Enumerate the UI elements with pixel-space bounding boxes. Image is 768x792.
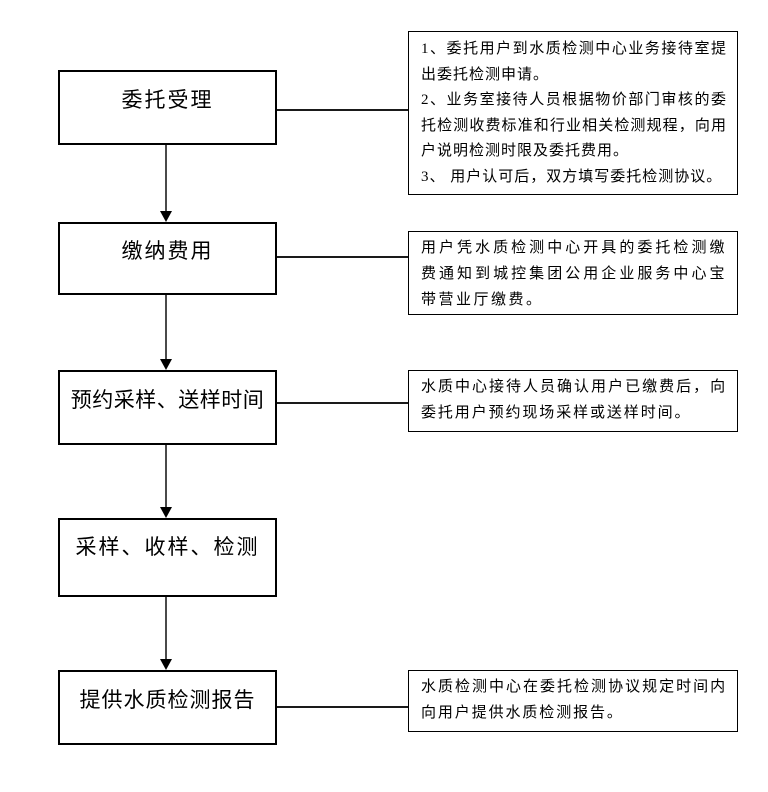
note-item: 1、委托用户到水质检测中心业务接待室提出委托检测申请。 bbox=[421, 41, 727, 83]
down-arrow-head-icon bbox=[160, 507, 172, 518]
note-text: 水质检测中心在委托检测协议规定时间内向用户提供水质检测报告。 bbox=[421, 679, 727, 721]
down-arrow-head-icon bbox=[160, 659, 172, 670]
note-text: 水质中心接待人员确认用户已缴费后，向委托用户预约现场采样或送样时间。 bbox=[421, 379, 727, 421]
step-label: 缴纳费用 bbox=[121, 239, 214, 263]
down-arrow-line-2 bbox=[165, 295, 167, 359]
connector-step3-note3 bbox=[277, 402, 408, 404]
down-arrow-head-icon bbox=[160, 211, 172, 222]
step-commission-acceptance: 委托受理 bbox=[58, 70, 277, 145]
step-pay-fees: 缴纳费用 bbox=[58, 222, 277, 295]
step-label: 预约采样、送样时间 bbox=[70, 388, 265, 412]
down-arrow-line-4 bbox=[165, 597, 167, 659]
down-arrow-line-3 bbox=[165, 445, 167, 507]
connector-step1-note1 bbox=[277, 109, 408, 111]
note-schedule-details: 水质中心接待人员确认用户已缴费后，向委托用户预约现场采样或送样时间。 bbox=[408, 370, 738, 432]
note-commission-details: 1、委托用户到水质检测中心业务接待室提出委托检测申请。 2、业务室接待人员根据物… bbox=[408, 31, 738, 195]
note-item: 2、业务室接待人员根据物价部门审核的委托检测收费标准和行业相关检测规程，向用户说… bbox=[421, 92, 727, 159]
down-arrow-head-icon bbox=[160, 359, 172, 370]
connector-step5-note4 bbox=[277, 706, 408, 708]
step-label: 提供水质检测报告 bbox=[79, 688, 256, 712]
note-payment-details: 用户凭水质检测中心开具的委托检测缴费通知到城控集团公用企业服务中心宝带营业厅缴费… bbox=[408, 231, 738, 315]
note-item: 3、 用户认可后，双方填写委托检测协议。 bbox=[421, 168, 723, 185]
down-arrow-line-1 bbox=[165, 145, 167, 211]
note-report-details: 水质检测中心在委托检测协议规定时间内向用户提供水质检测报告。 bbox=[408, 670, 738, 732]
note-text: 用户凭水质检测中心开具的委托检测缴费通知到城控集团公用企业服务中心宝带营业厅缴费… bbox=[421, 240, 727, 308]
step-label: 采样、收样、检测 bbox=[75, 534, 260, 559]
step-schedule-sampling-time: 预约采样、送样时间 bbox=[58, 370, 277, 445]
step-sampling-receiving-testing: 采样、收样、检测 bbox=[58, 518, 277, 597]
step-label: 委托受理 bbox=[121, 88, 214, 112]
connector-step2-note2 bbox=[277, 256, 408, 258]
step-provide-test-report: 提供水质检测报告 bbox=[58, 670, 277, 745]
